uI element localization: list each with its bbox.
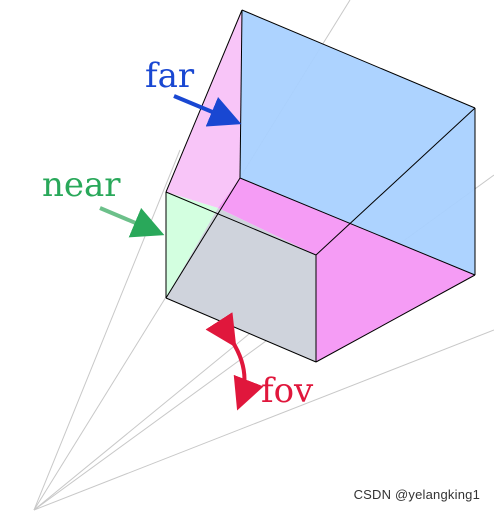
far-plane: [240, 10, 475, 275]
far-label: far: [145, 56, 195, 96]
bottom-face: [218, 178, 475, 362]
near-plane: [166, 192, 218, 298]
frustum-edges: [165, 9, 476, 363]
frustum-faces: [166, 10, 475, 362]
near-label: near: [42, 165, 121, 205]
near-arrow: [99, 206, 165, 238]
far-arrow: [173, 94, 242, 127]
fov-label: fov: [261, 371, 314, 411]
watermark: CSDN @yelangking1: [353, 487, 480, 502]
inner-face: [166, 208, 316, 362]
fov-arc-arrow: [205, 312, 264, 411]
